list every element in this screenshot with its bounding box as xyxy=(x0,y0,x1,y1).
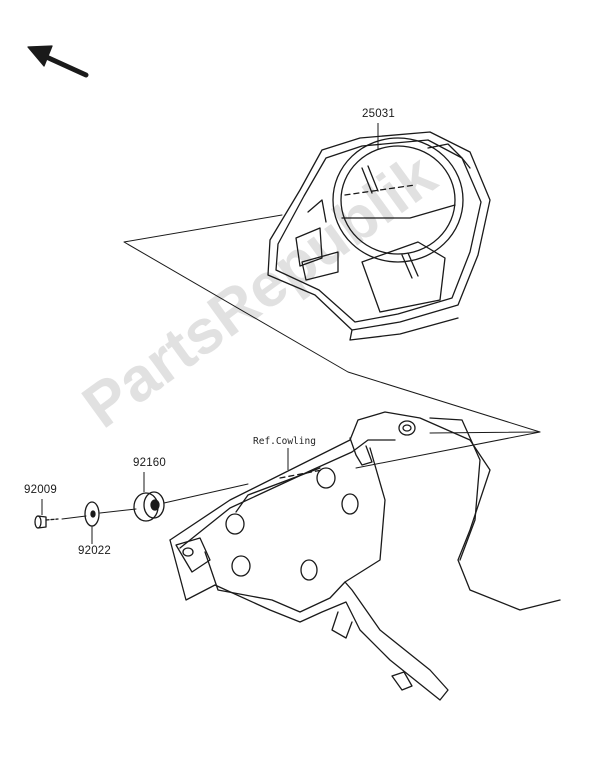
screw-92009 xyxy=(34,515,59,529)
arrow-up-left-icon xyxy=(27,45,89,78)
grommet-92160 xyxy=(133,491,165,522)
label-92160: 92160 xyxy=(133,457,166,469)
projection-lines xyxy=(123,214,541,469)
washer-92022 xyxy=(84,501,100,527)
label-ref-cowling: Ref.Cowling xyxy=(253,436,316,447)
meter-bracket xyxy=(169,411,561,701)
meter-assembly xyxy=(267,131,491,341)
label-25031: 25031 xyxy=(362,108,395,120)
label-92022: 92022 xyxy=(78,545,111,557)
label-92009: 92009 xyxy=(24,484,57,496)
